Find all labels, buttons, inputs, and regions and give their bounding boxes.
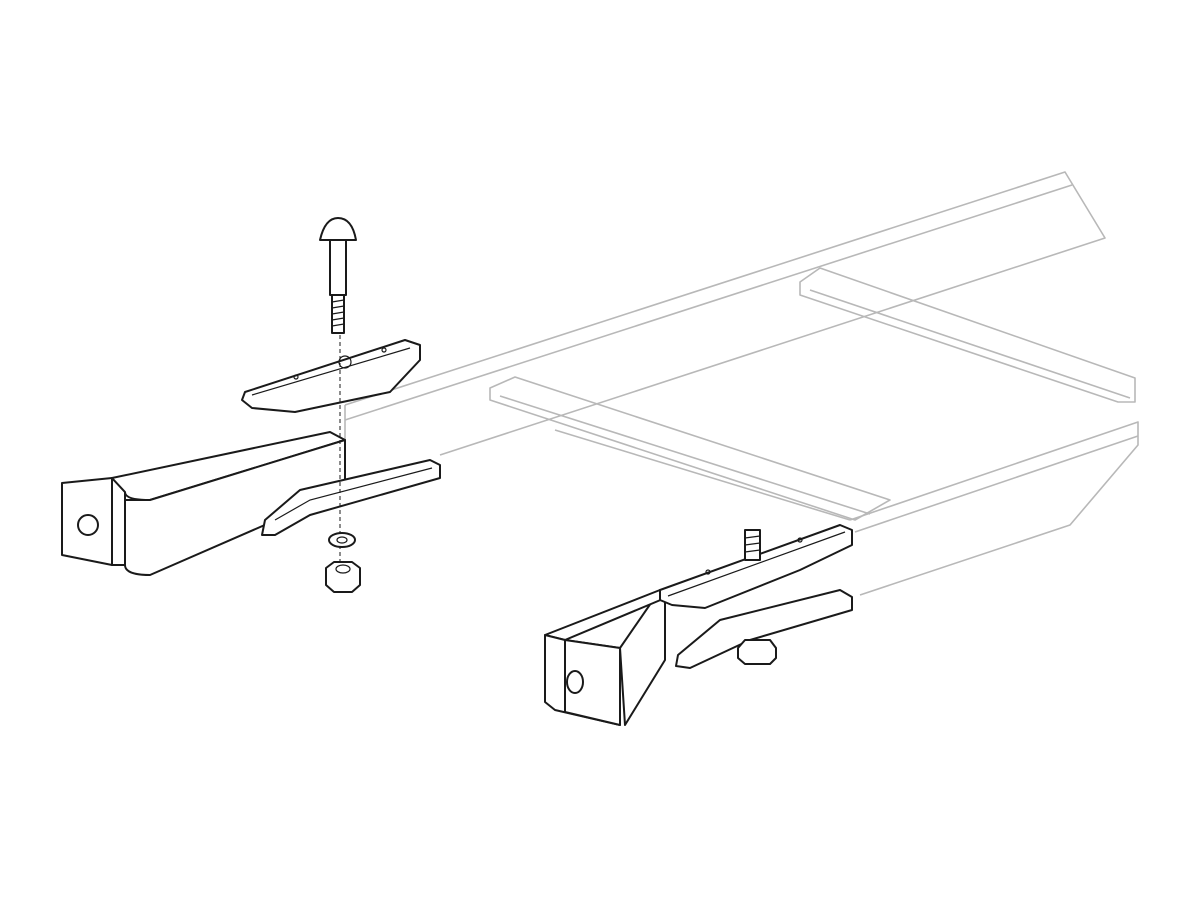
ladder-rack-rung-near (489, 376, 891, 521)
wall-bracket-left (61, 431, 346, 576)
mounting-hole-icon (77, 514, 99, 536)
mounting-hole-icon (566, 670, 584, 694)
clamp-bottom-left (261, 459, 441, 536)
ladder-rack-rail-front (554, 421, 1139, 596)
hex-nut (325, 561, 361, 593)
wall-bracket-right (544, 589, 671, 726)
clamp-assembled-right (659, 524, 853, 669)
ladder-rack (344, 171, 1139, 596)
lock-washer (328, 532, 356, 548)
bracket-arm-left (124, 439, 346, 576)
clamp-top-left (241, 339, 421, 413)
ladder-rack-rung-far (799, 267, 1136, 403)
ladder-rack-rail-back (344, 171, 1106, 456)
hex-nut-assembled (737, 639, 777, 665)
carriage-bolt (319, 217, 357, 334)
